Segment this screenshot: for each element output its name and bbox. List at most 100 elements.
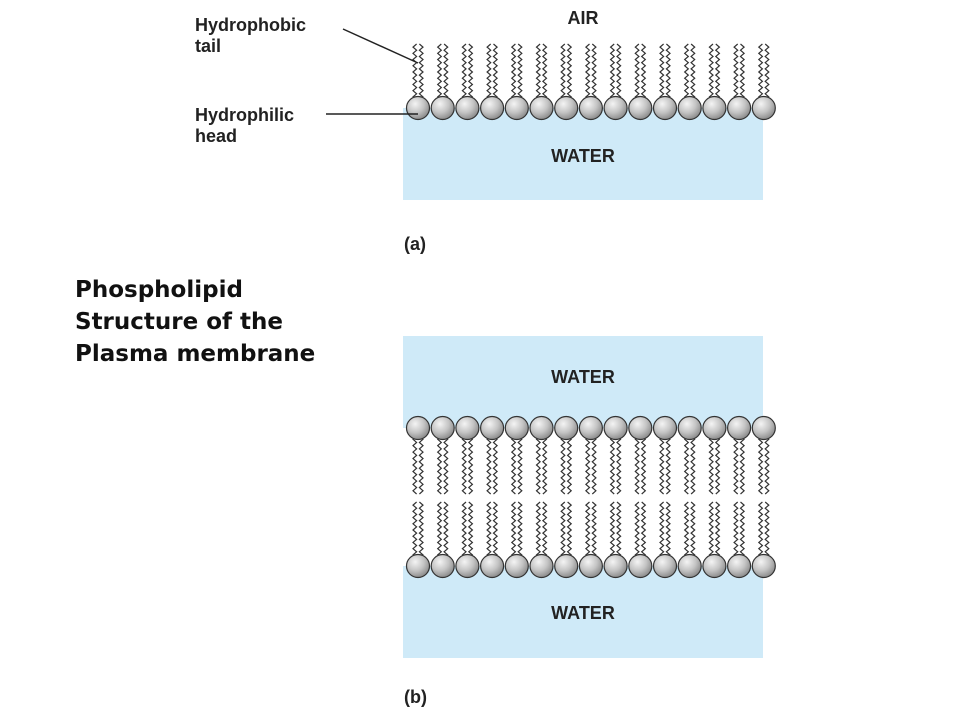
lipid-tail — [412, 435, 418, 495]
lipid-head — [751, 553, 776, 579]
lipid-head — [455, 553, 480, 579]
lipid-head — [702, 415, 727, 441]
lipid-head — [455, 95, 480, 121]
lipid-tail — [609, 501, 616, 559]
lipid-tail — [708, 501, 714, 559]
panel-b-label: (b) — [404, 687, 427, 707]
lipid-tail — [591, 435, 597, 495]
lipid-head — [554, 415, 579, 441]
lipid-tail — [566, 435, 573, 495]
lipid-head — [578, 95, 604, 121]
lipid-tail — [739, 501, 746, 559]
lipid-tail — [535, 501, 542, 559]
title-line-3: Plasma membrane — [75, 341, 316, 367]
lipid-tail — [665, 435, 671, 495]
callout-tail-line2: tail — [195, 36, 221, 56]
lipid-tail — [461, 435, 467, 495]
air-label: AIR — [568, 8, 599, 28]
lipid-head — [504, 415, 529, 441]
lipid-tail — [535, 43, 542, 101]
callout-tail-line1: Hydrophobic — [195, 15, 306, 35]
lipid-tail — [436, 43, 443, 101]
lipid-head — [405, 553, 431, 579]
lipid-tail — [591, 501, 597, 559]
lipid-head — [652, 415, 678, 441]
lipid-tail — [412, 501, 418, 559]
lipid-tail — [418, 43, 424, 101]
lipid-head — [726, 415, 752, 441]
lipid-tail — [560, 501, 566, 559]
lipid-tail — [640, 43, 647, 101]
lipid-head — [480, 95, 505, 121]
lipid-tail — [566, 43, 573, 101]
lipid-tail — [616, 43, 622, 101]
title-line-1: Phospholipid — [75, 277, 243, 303]
lipid-tail — [510, 501, 517, 559]
lipid-tail — [492, 501, 499, 559]
lipid-tail — [683, 435, 690, 495]
lipid-tail — [584, 43, 591, 101]
lipid-tail — [492, 43, 499, 101]
lipid-tail — [757, 43, 764, 101]
lipid-tail — [739, 43, 746, 101]
lipid-tail — [659, 435, 665, 495]
lipid-tail — [566, 501, 573, 559]
lipid-head — [455, 415, 480, 441]
lipid-head — [628, 553, 653, 579]
lipid-head — [578, 553, 604, 579]
lipid-head — [726, 95, 752, 121]
lipid-tail — [418, 435, 424, 495]
water-label-a: WATER — [551, 146, 615, 166]
lipid-tail — [443, 501, 449, 559]
lipid-tail — [585, 435, 591, 495]
water-region-b-top — [403, 336, 763, 428]
lipid-tail — [714, 43, 721, 101]
lipid-tail — [467, 43, 474, 101]
lipid-head — [702, 95, 727, 121]
monolayer-tails — [412, 43, 770, 101]
callout-head-line1: Hydrophilic — [195, 105, 294, 125]
lipid-head — [480, 553, 505, 579]
lipid-tail — [517, 501, 523, 559]
callout-tail-pointer — [342, 28, 419, 64]
lipid-tail — [683, 501, 690, 559]
lipid-tail — [764, 43, 770, 101]
lipid-head — [751, 95, 776, 121]
panel-b: WATER WATER (b) — [403, 336, 776, 707]
lipid-tail — [517, 435, 523, 495]
lipid-head — [751, 415, 776, 441]
lipid-head — [504, 95, 529, 121]
lipid-head — [405, 415, 431, 441]
lipid-tail — [486, 501, 492, 559]
lipid-head — [529, 553, 554, 579]
lipid-tail — [659, 43, 665, 101]
lipid-tail — [542, 435, 548, 495]
lipid-tail — [733, 435, 739, 495]
lipid-head — [628, 415, 653, 441]
panel-a: AIR WATER (a) Hydrophobic tail Hydrophil… — [195, 8, 776, 254]
lipid-tail — [510, 43, 517, 101]
lipid-tail — [616, 435, 622, 495]
lipid-head — [628, 95, 653, 121]
water-label-b-bottom: WATER — [551, 603, 615, 623]
lipid-head — [554, 553, 579, 579]
lipid-tail — [764, 501, 770, 559]
lipid-tail — [560, 43, 566, 101]
lipid-tail — [609, 43, 616, 101]
lipid-tail — [616, 501, 622, 559]
lipid-tail — [492, 435, 498, 495]
lipid-tail — [634, 435, 640, 495]
lipid-tail — [443, 435, 449, 495]
monolayer-heads — [405, 95, 776, 121]
bilayer-tails — [412, 435, 770, 559]
lipid-head — [652, 553, 678, 579]
lipid-tail — [665, 43, 671, 101]
lipid-tail — [690, 43, 696, 101]
lipid-tail — [634, 501, 640, 559]
lipid-head — [405, 95, 431, 121]
lipid-tail — [690, 435, 696, 495]
lipid-tail — [541, 43, 548, 101]
lipid-head — [430, 95, 455, 121]
